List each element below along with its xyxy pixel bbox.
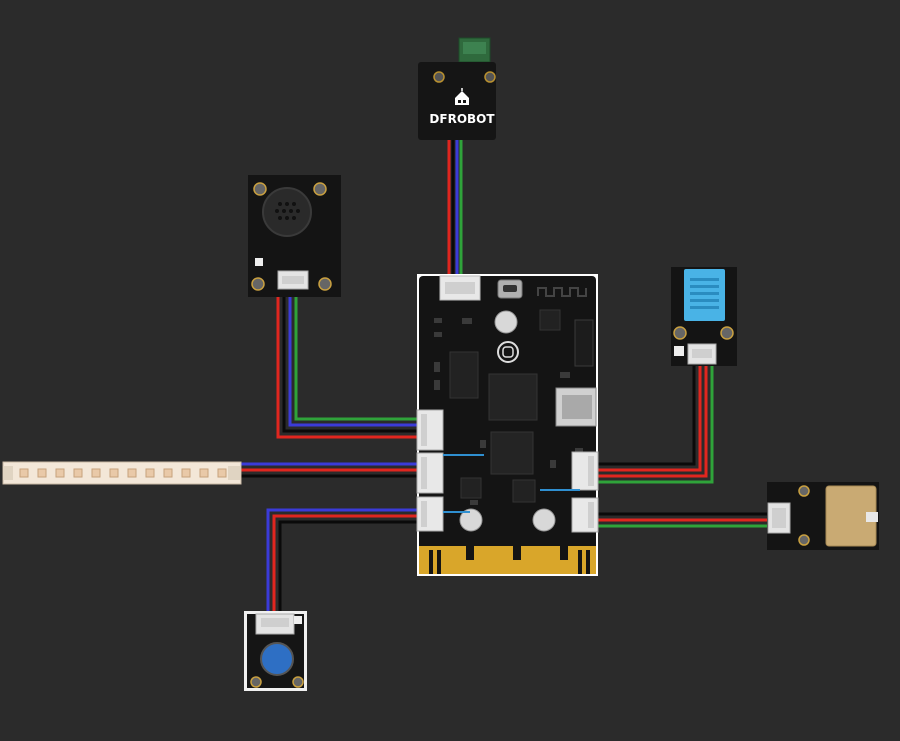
led-strip (2, 461, 242, 485)
led-9 (163, 468, 173, 478)
wire-speaker (276, 296, 420, 439)
wire-temp-sensor (598, 366, 714, 484)
top-module-brand: DFROBOT (429, 112, 495, 126)
wire-touch-sensor (598, 512, 768, 528)
antenna-trace (537, 287, 587, 297)
push-button-icon[interactable] (260, 642, 294, 676)
push-button-module (244, 611, 307, 691)
main-chip (488, 373, 538, 421)
edge-connector (419, 546, 596, 574)
secondary-chip (490, 431, 534, 475)
top-module: DFROBOT (418, 37, 496, 140)
wires (240, 140, 768, 612)
board-button-b[interactable] (532, 508, 556, 532)
memory-chip (449, 351, 479, 399)
led-2 (37, 468, 47, 478)
led-6 (109, 468, 119, 478)
led-1 (19, 468, 29, 478)
led-10 (181, 468, 191, 478)
speaker-module (248, 175, 341, 297)
led-11 (199, 468, 209, 478)
robot-logo-icon (455, 88, 469, 105)
speaker-icon (262, 187, 312, 237)
led-5 (91, 468, 101, 478)
led-8 (145, 468, 155, 478)
led-3 (55, 468, 65, 478)
board-left-connectors (416, 409, 444, 532)
wire-top-module (447, 140, 463, 280)
led-12 (217, 468, 227, 478)
controller-board (416, 274, 599, 576)
led-4 (73, 468, 83, 478)
board-button-a[interactable] (459, 508, 483, 532)
board-button-top[interactable] (494, 310, 518, 334)
board-logo-icon (497, 341, 519, 363)
temp-humidity-sensor (671, 267, 737, 366)
led-7 (127, 468, 137, 478)
wire-push-button (266, 508, 420, 612)
wire-led-strip (240, 462, 420, 478)
touch-sensor (767, 482, 879, 550)
